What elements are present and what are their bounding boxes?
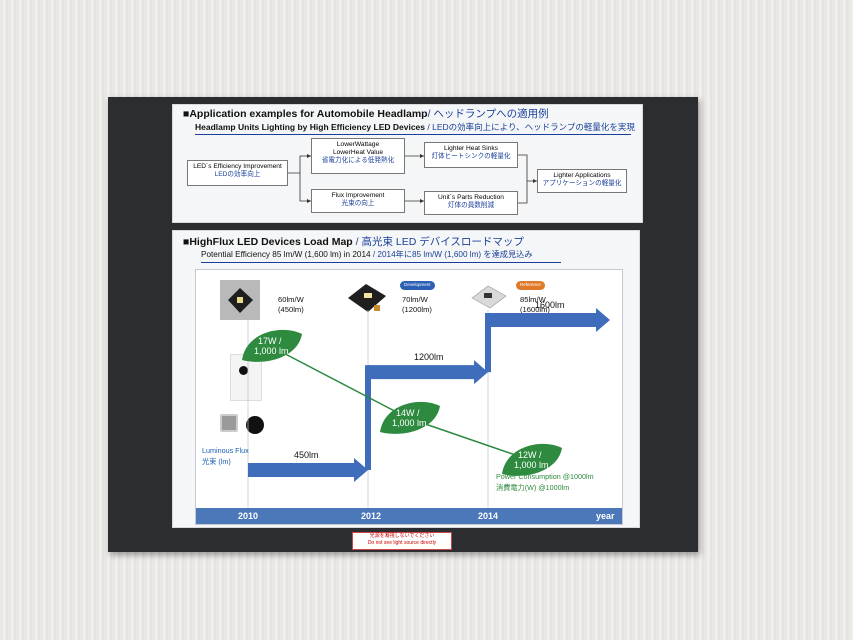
device-2-efficacy: 70lm/W bbox=[402, 295, 428, 304]
device-3-flux: (1600lm) bbox=[520, 305, 550, 314]
roadmap-chart: 60lm/W (450lm) Development 70lm/W (1200l… bbox=[195, 269, 623, 525]
warning-jp: 光源を凝視しないでください bbox=[369, 533, 435, 539]
roadmap-subtitle: Potential Efficiency 85 lm/W (1,600 lm) … bbox=[201, 250, 533, 259]
roadmap-panel: ■HighFlux LED Devices Load Map / 高光束 LED… bbox=[172, 230, 640, 528]
year-label-2012: 2012 bbox=[361, 511, 382, 521]
application-subtitle: Headlamp Units Lighting by High Efficien… bbox=[195, 122, 635, 132]
power-unit: 1,000 lm bbox=[392, 418, 427, 428]
year-label-2014: 2014 bbox=[478, 511, 499, 521]
flux-label: 1600lm bbox=[535, 300, 565, 310]
divider bbox=[201, 262, 561, 263]
push-button[interactable] bbox=[220, 414, 238, 432]
power-value: 17W / bbox=[258, 336, 282, 346]
application-title: ■Application examples for Automobile Hea… bbox=[183, 108, 549, 120]
device-1-flux: (450lm) bbox=[278, 305, 304, 314]
development-badge: Development bbox=[400, 281, 435, 290]
led-device-3-photo bbox=[471, 285, 507, 309]
device-2-flux: (1200lm) bbox=[402, 305, 432, 314]
device-3-efficacy: 85lm/W bbox=[520, 295, 546, 304]
year-axis-bar: 2010 2012 2014 year bbox=[196, 508, 622, 524]
flux-axis-label-jp: 光束 (lm) bbox=[202, 457, 231, 466]
flux-riser bbox=[485, 313, 491, 373]
flux-label: 1200lm bbox=[414, 352, 444, 362]
power-label: Power Consumption @1000lm bbox=[496, 472, 594, 481]
power-unit: 1,000 lm bbox=[514, 460, 549, 470]
flux-arrow bbox=[488, 308, 610, 332]
power-unit: 1,000 lm bbox=[254, 346, 289, 356]
flux-arrow bbox=[248, 458, 368, 482]
flux-arrow bbox=[368, 360, 488, 385]
flux-riser bbox=[365, 365, 371, 470]
led-device-2-photo bbox=[348, 284, 386, 312]
roadmap-title: ■HighFlux LED Devices Load Map / 高光束 LED… bbox=[183, 236, 524, 248]
year-label-unit: year bbox=[596, 511, 615, 521]
led-device-1-photo bbox=[220, 280, 260, 320]
power-leaf bbox=[502, 443, 562, 476]
flow-connectors bbox=[288, 154, 537, 204]
warning-en: Do not see light source directly bbox=[367, 539, 437, 546]
application-panel: ■Application examples for Automobile Hea… bbox=[172, 104, 643, 223]
flux-axis-label: Luminous Flux bbox=[202, 446, 249, 455]
power-value: 12W / bbox=[518, 450, 542, 460]
power-leaf bbox=[380, 401, 440, 434]
device-1-efficacy: 60lm/W bbox=[278, 295, 304, 304]
knob[interactable] bbox=[246, 416, 264, 434]
flux-label: 450lm bbox=[294, 450, 319, 460]
power-value: 14W / bbox=[396, 408, 420, 418]
divider bbox=[195, 134, 631, 135]
power-label-jp: 消費電力(W) @1000lm bbox=[496, 483, 570, 492]
power-leaf bbox=[242, 329, 302, 362]
warning-label: 光源を凝視しないでください Do not see light source di… bbox=[352, 532, 452, 550]
year-label-2010: 2010 bbox=[238, 511, 259, 521]
reference-badge: Reference bbox=[516, 281, 545, 290]
indicator-light bbox=[239, 366, 248, 375]
